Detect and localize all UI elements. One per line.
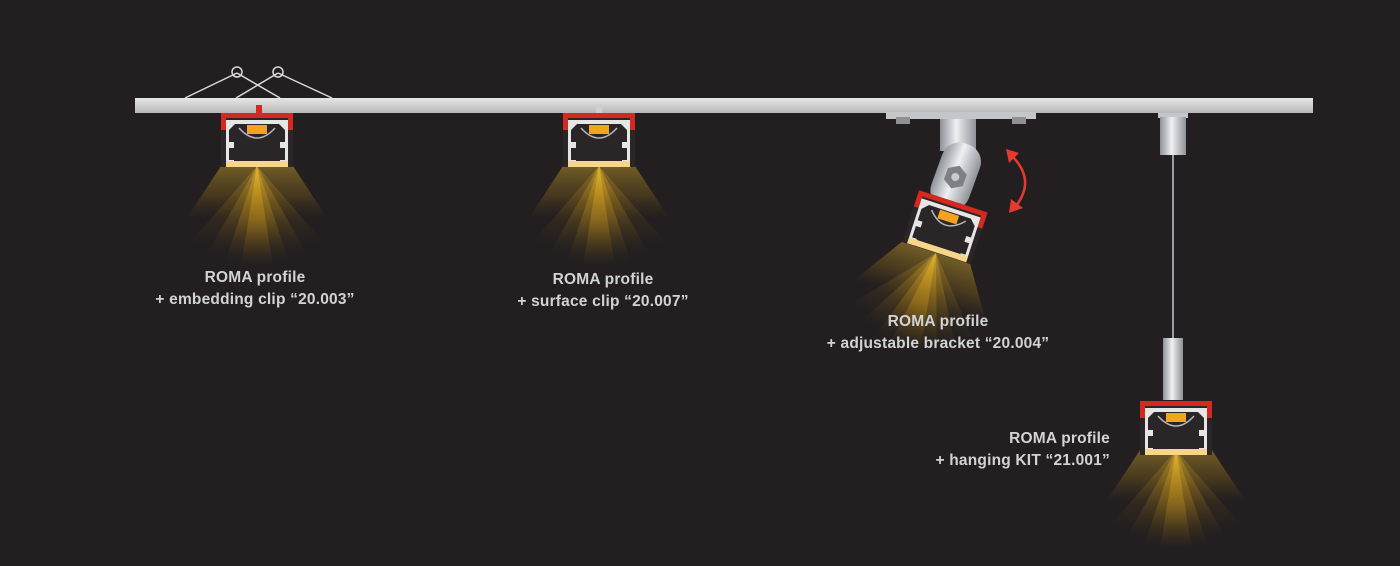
hanging-kit-assembly bbox=[1158, 113, 1188, 400]
roma-profile bbox=[562, 112, 636, 168]
light-beam bbox=[1106, 450, 1246, 550]
caption-embedding-clip: ROMA profile + embedding clip “20.003” bbox=[120, 267, 390, 311]
caption-detail: + hanging KIT “21.001” bbox=[935, 452, 1110, 469]
caption-detail: + surface clip “20.007” bbox=[517, 293, 689, 310]
light-beam bbox=[187, 166, 327, 266]
light-beam bbox=[529, 166, 669, 266]
caption-hanging-kit: ROMA profile + hanging KIT “21.001” bbox=[860, 428, 1110, 472]
ceiling-panel bbox=[135, 98, 1313, 113]
caption-title: ROMA profile bbox=[552, 271, 654, 288]
caption-title: ROMA profile bbox=[1009, 430, 1110, 447]
roma-profile bbox=[220, 112, 294, 168]
adjustable-bracket-assembly bbox=[886, 112, 1036, 210]
rotation-arrow-icon bbox=[1006, 149, 1027, 213]
embedding-clip-assembly bbox=[184, 66, 333, 113]
caption-surface-clip: ROMA profile + surface clip “20.007” bbox=[468, 269, 738, 313]
roma-profile bbox=[1139, 400, 1213, 456]
caption-detail: + adjustable bracket “20.004” bbox=[826, 335, 1050, 352]
caption-adjustable-bracket: ROMA profile + adjustable bracket “20.00… bbox=[788, 311, 1088, 355]
surface-clip-assembly bbox=[596, 104, 602, 114]
caption-title: ROMA profile bbox=[204, 269, 306, 286]
caption-detail: + embedding clip “20.003” bbox=[155, 291, 355, 308]
caption-title: ROMA profile bbox=[887, 313, 989, 330]
